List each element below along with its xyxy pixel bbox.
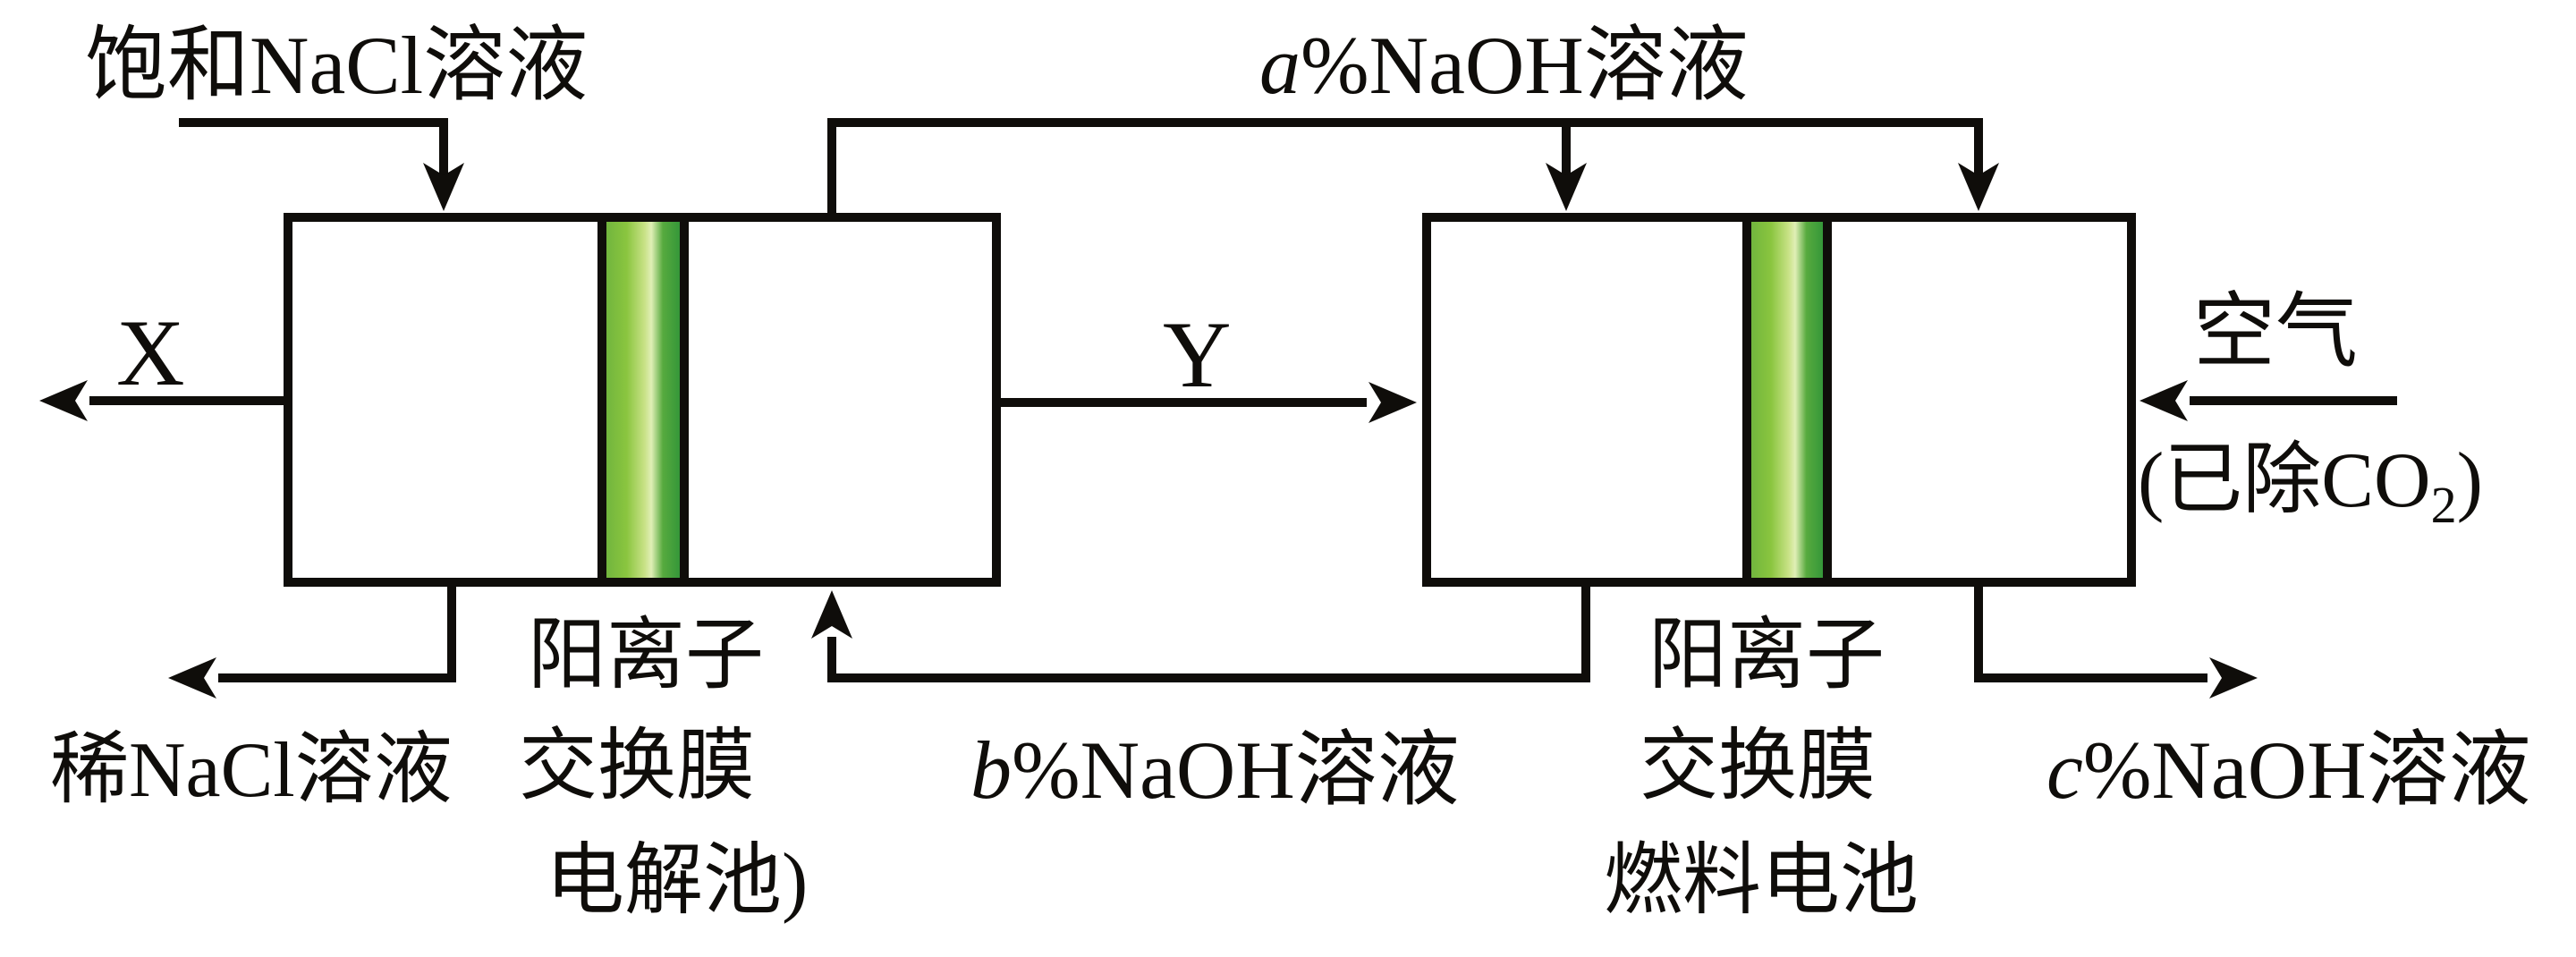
naoh-b-return-flow xyxy=(811,587,1590,682)
naoh-b-return-line xyxy=(827,587,1590,682)
naoh-a-main-line xyxy=(827,118,1983,213)
right-membrane-caption-line1: 阳离子 xyxy=(1648,613,1885,699)
saturated-nacl-inlet-line xyxy=(179,118,448,177)
naoh-b-variable: b xyxy=(970,724,1012,816)
naoh-a-distribution-flow xyxy=(827,118,1999,213)
left-cation-exchange-membrane xyxy=(597,213,689,587)
air-note-post: ) xyxy=(2457,437,2483,524)
right-membrane-caption: 阳离子 交换膜 燃料电池 xyxy=(1604,613,1919,925)
left-membrane-caption-line2: 交换膜 xyxy=(519,724,755,810)
naoh-a-label: a%NaOH溶液 xyxy=(1259,20,1749,111)
air-note-label: (已除CO2) xyxy=(2138,437,2483,534)
arrow-left-icon xyxy=(39,380,88,421)
fuel-cell xyxy=(1422,213,2136,587)
electrolysis-cell-caption: 电解池) xyxy=(546,838,808,925)
left-membrane-caption-line1: 阳离子 xyxy=(528,613,764,699)
arrow-left-icon xyxy=(168,657,216,699)
air-inlet-flow xyxy=(2140,380,2397,421)
naoh-b-rest: %NaOH溶液 xyxy=(1012,724,1460,816)
naoh-b-label: b%NaOH溶液 xyxy=(970,724,1460,816)
y-gas-label: Y xyxy=(1163,302,1232,407)
arrow-down-icon xyxy=(1958,163,1999,211)
naoh-a-rest: %NaOH溶液 xyxy=(1301,20,1749,111)
naoh-c-variable: c xyxy=(2046,724,2083,816)
air-note-pre: (已除CO xyxy=(2138,437,2431,524)
saturated-nacl-inlet-flow xyxy=(179,118,464,211)
dilute-nacl-outlet-line xyxy=(218,587,456,682)
arrow-down-icon xyxy=(1546,163,1587,211)
dilute-nacl-label: 稀NaCl溶液 xyxy=(50,727,453,814)
naoh-c-rest: %NaOH溶液 xyxy=(2083,724,2531,816)
fuel-cell-caption: 燃料电池 xyxy=(1604,838,1919,925)
air-note-subscript: 2 xyxy=(2431,476,2457,534)
left-membrane-caption: 阳离子 交换膜 电解池) xyxy=(519,613,808,925)
saturated-nacl-label: 饱和NaCl溶液 xyxy=(85,20,588,111)
arrow-up-icon xyxy=(811,590,852,639)
naoh-c-outlet-line xyxy=(1974,587,2207,682)
right-membrane-caption-line2: 交换膜 xyxy=(1640,724,1876,810)
arrow-right-icon xyxy=(2209,657,2258,699)
naoh-c-label: c%NaOH溶液 xyxy=(2046,724,2531,816)
electrolysis-cell xyxy=(284,213,1001,587)
x-gas-outlet-flow xyxy=(39,380,284,421)
dilute-nacl-outlet-flow xyxy=(168,587,456,699)
arrow-down-icon xyxy=(423,163,464,211)
right-cation-exchange-membrane xyxy=(1742,213,1832,587)
arrow-right-icon xyxy=(1368,382,1417,423)
arrow-left-icon xyxy=(2140,380,2188,421)
y-gas-transfer-flow xyxy=(996,382,1417,423)
x-gas-label: X xyxy=(116,301,185,405)
naoh-c-outlet-flow xyxy=(1974,587,2258,699)
air-label: 空气 xyxy=(2193,286,2358,377)
naoh-a-variable: a xyxy=(1259,20,1301,111)
